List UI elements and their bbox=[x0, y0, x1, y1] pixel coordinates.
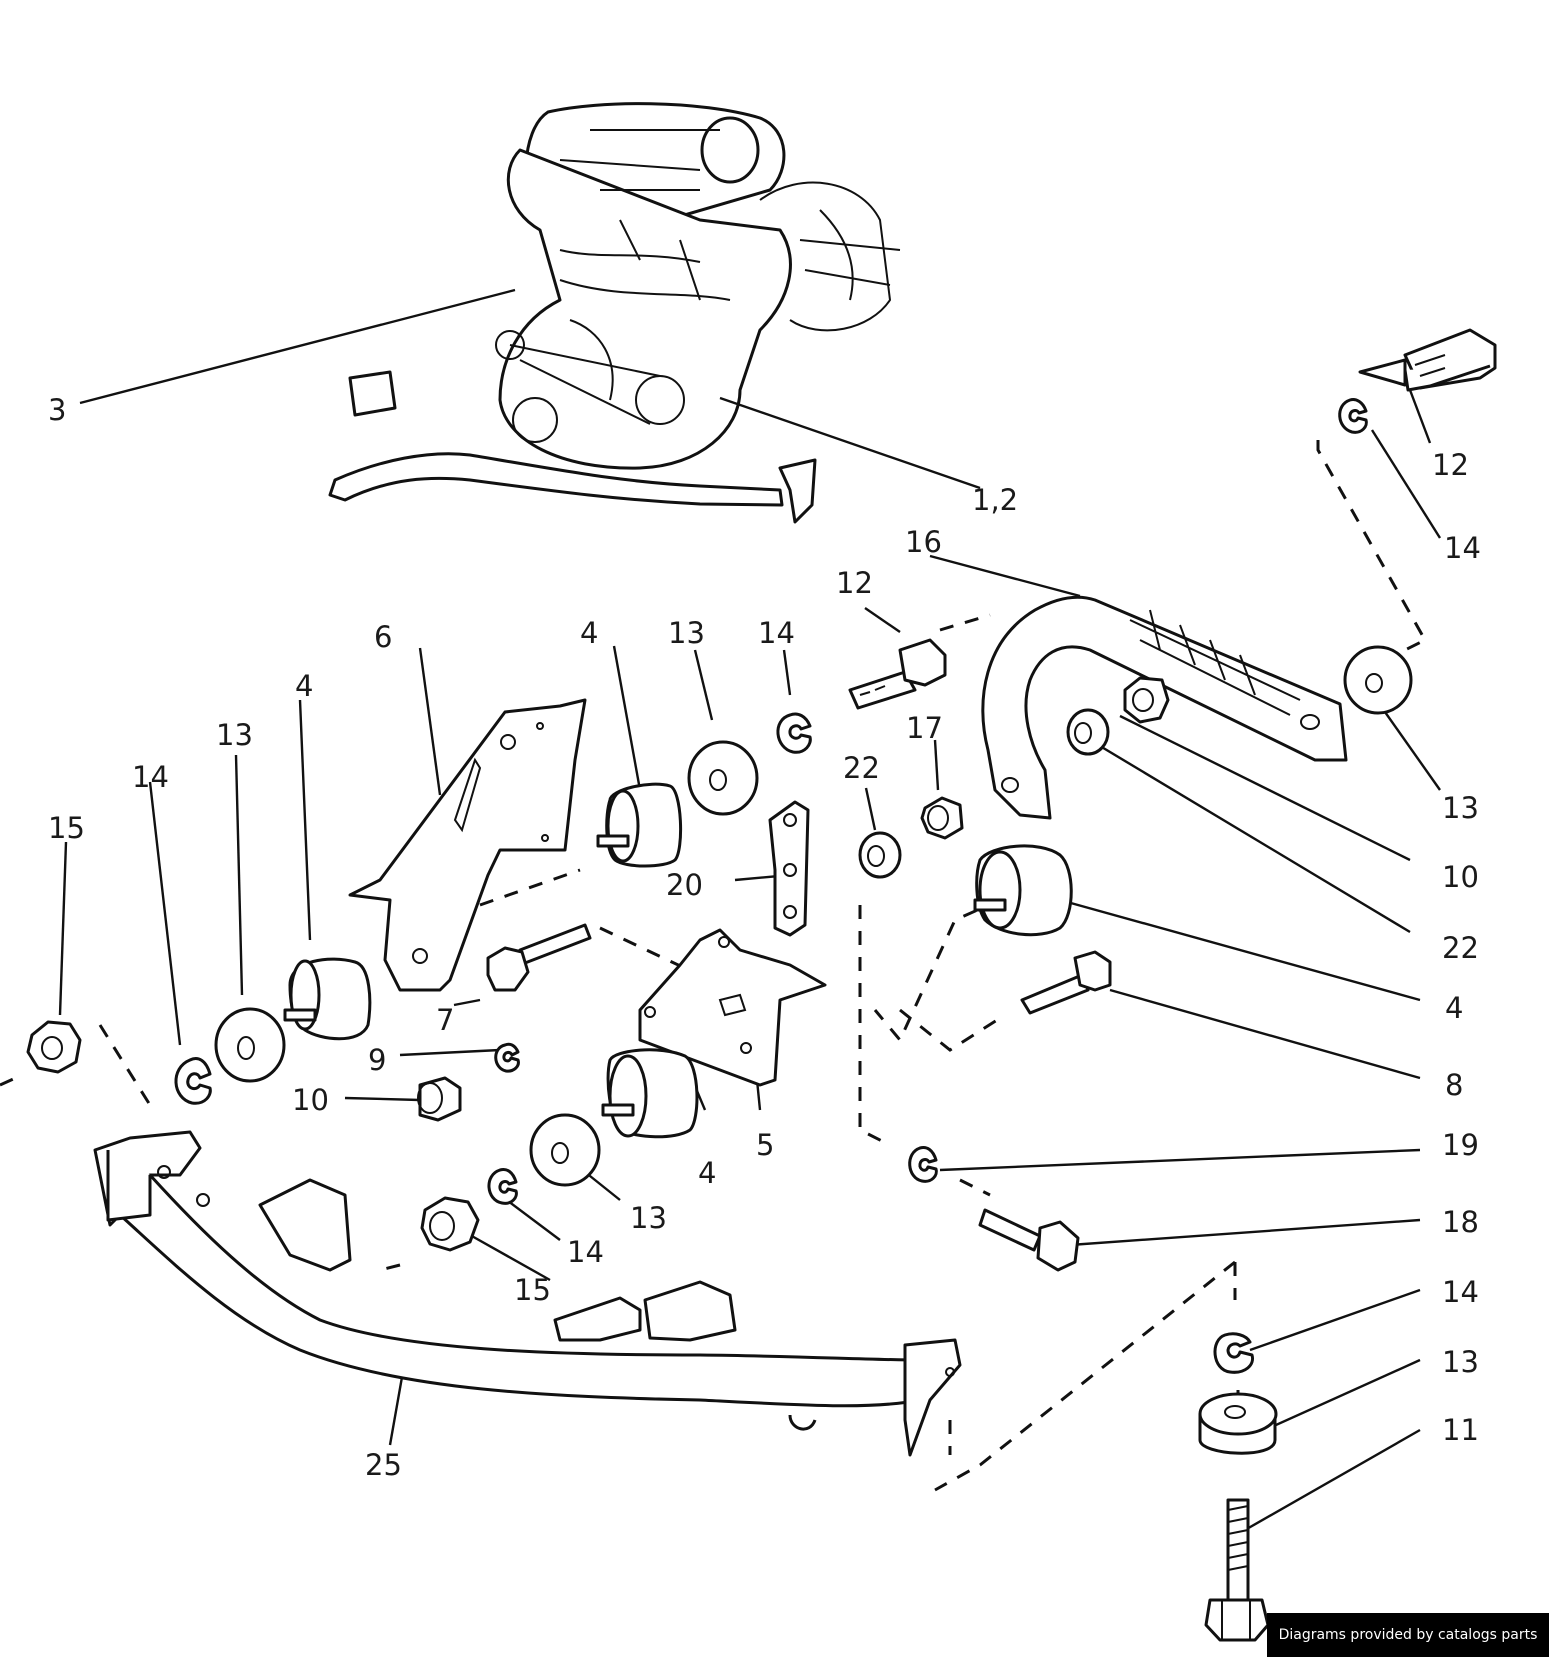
washer-lower bbox=[529, 1113, 601, 1187]
callout-22-right: 22 bbox=[1442, 931, 1479, 965]
clip-lower bbox=[487, 1168, 518, 1205]
rubber-mount-right bbox=[973, 844, 1073, 937]
callout-13-left: 13 bbox=[216, 718, 253, 752]
callout-4-mid: 4 bbox=[580, 616, 598, 650]
nut-15-left bbox=[26, 1020, 82, 1074]
washer-top-right bbox=[1343, 645, 1413, 715]
bolt-18 bbox=[978, 1208, 1080, 1272]
bolt-7 bbox=[486, 923, 592, 992]
callout-15-left: 15 bbox=[48, 811, 85, 845]
clip-left bbox=[174, 1057, 212, 1105]
callout-22-mid: 22 bbox=[843, 751, 880, 785]
clip-9 bbox=[494, 1042, 520, 1073]
washer-left bbox=[214, 1007, 286, 1083]
bolts bbox=[486, 328, 1497, 1642]
callout-labels: 3 1,2 12 14 16 12 13 6 4 13 14 17 22 10 … bbox=[48, 393, 1481, 1482]
nuts bbox=[26, 676, 1170, 1252]
nut-17 bbox=[920, 796, 964, 840]
callout-10-right: 10 bbox=[1442, 860, 1479, 894]
assembly-dashed-lines bbox=[0, 440, 1428, 1492]
callout-8: 8 bbox=[1445, 1068, 1463, 1102]
callout-18: 18 bbox=[1442, 1205, 1479, 1239]
callout-9: 9 bbox=[368, 1043, 386, 1077]
callout-14-low: 14 bbox=[567, 1235, 604, 1269]
callout-10-left: 10 bbox=[292, 1083, 329, 1117]
washer-bottom-right bbox=[1198, 1392, 1278, 1455]
nut-22-right bbox=[1066, 708, 1110, 756]
callout-14-top: 14 bbox=[1444, 531, 1481, 565]
callout-12-top: 12 bbox=[1432, 448, 1469, 482]
callout-14-mid: 14 bbox=[758, 616, 795, 650]
callout-4-right: 4 bbox=[1445, 991, 1463, 1025]
clip-top-right bbox=[1338, 398, 1368, 434]
rubber-mount-left bbox=[283, 957, 372, 1041]
washer-middle bbox=[687, 740, 759, 816]
callout-19: 19 bbox=[1442, 1128, 1479, 1162]
callout-13-mid: 13 bbox=[668, 616, 705, 650]
bolt-11 bbox=[1204, 1498, 1270, 1642]
clips bbox=[174, 398, 1368, 1374]
rubber-mount-middle bbox=[596, 782, 683, 868]
washers bbox=[214, 645, 1413, 1455]
callout-13-br: 13 bbox=[1442, 1345, 1479, 1379]
rubber-mounts bbox=[283, 782, 1073, 1139]
clip-19 bbox=[908, 1146, 938, 1183]
rubber-mount-lower bbox=[601, 1048, 699, 1139]
part-25-crossmember bbox=[93, 1130, 962, 1457]
clip-bottom-right bbox=[1213, 1332, 1255, 1374]
callout-11: 11 bbox=[1442, 1413, 1479, 1447]
callout-14-br: 14 bbox=[1442, 1275, 1479, 1309]
callout-6: 6 bbox=[374, 620, 392, 654]
part-16-strap-bracket bbox=[981, 595, 1348, 820]
bolt-12-mid bbox=[848, 638, 947, 710]
callout-20: 20 bbox=[666, 868, 703, 902]
callout-7: 7 bbox=[436, 1003, 454, 1037]
bolt-8 bbox=[1020, 950, 1112, 1015]
callout-13-right: 13 bbox=[1442, 791, 1479, 825]
callout-14-left: 14 bbox=[132, 760, 169, 794]
callout-16: 16 bbox=[905, 525, 942, 559]
callout-4-low: 4 bbox=[698, 1156, 716, 1190]
callout-3: 3 bbox=[48, 393, 66, 427]
engine-assembly bbox=[328, 102, 901, 524]
clip-middle bbox=[776, 712, 812, 754]
part-20-link-plate bbox=[768, 800, 810, 937]
callout-17: 17 bbox=[906, 711, 943, 745]
leader-lines bbox=[58, 288, 1442, 1532]
part-5-bracket bbox=[638, 928, 827, 1087]
callout-13-low: 13 bbox=[630, 1201, 667, 1235]
nut-10-left bbox=[417, 1076, 462, 1122]
bolt-12-top bbox=[1358, 328, 1497, 392]
callout-4-left: 4 bbox=[295, 669, 313, 703]
credit-banner: Diagrams provided by catalogs parts bbox=[1267, 1613, 1549, 1657]
callout-12-mid: 12 bbox=[836, 566, 873, 600]
callout-5: 5 bbox=[756, 1128, 774, 1162]
nut-15-lower bbox=[420, 1196, 480, 1252]
nut-10-right bbox=[1123, 676, 1170, 724]
callout-25: 25 bbox=[365, 1448, 402, 1482]
nut-22-mid bbox=[858, 831, 902, 879]
part-6-bracket bbox=[348, 698, 587, 992]
callout-1-2: 1,2 bbox=[972, 483, 1018, 517]
callout-15-low: 15 bbox=[514, 1273, 551, 1307]
